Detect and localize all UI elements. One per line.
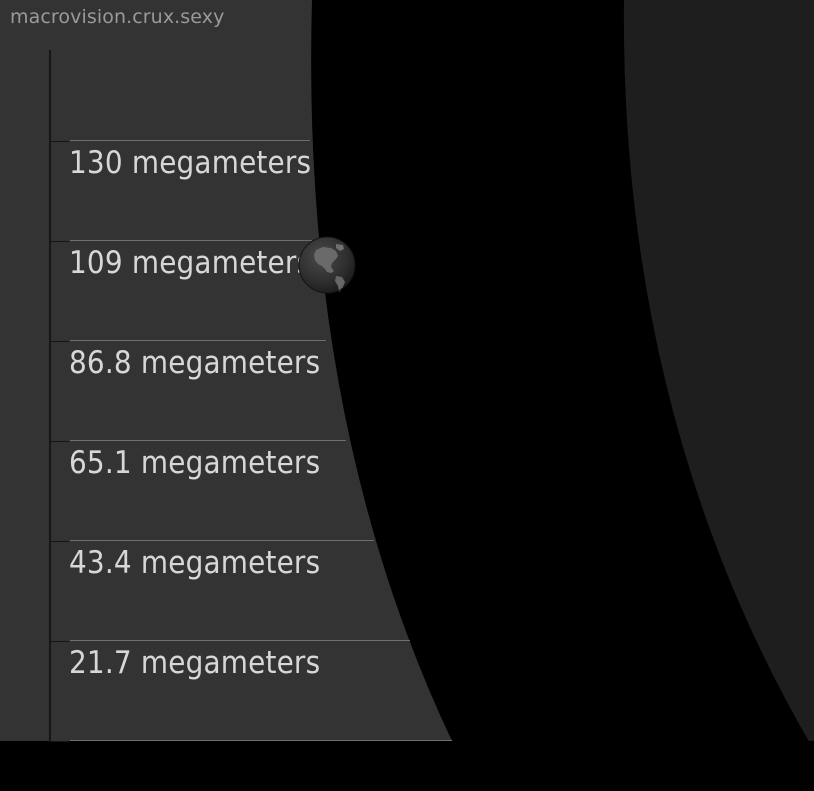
scale-label: 21.7 megameters [69,645,321,681]
scale-tick [49,641,69,642]
scale-label: 86.8 megameters [69,345,321,381]
scale-grid-line [70,540,374,541]
scale-grid-line [70,140,310,141]
scale-grid-line [70,440,346,441]
scale-label: 65.1 megameters [69,445,321,481]
scale-grid-line [70,640,410,641]
scale-tick [49,441,69,442]
scale-label: 130 megameters [69,145,312,181]
scale-grid-line [70,240,312,241]
scale-tick [49,341,69,342]
scale-tick [49,141,69,142]
scale-label: 43.4 megameters [69,545,321,581]
scale-tick [49,541,69,542]
earth-globe-icon[interactable] [298,236,356,294]
outer-planet-band [623,0,814,750]
scale-grid-line [70,740,452,741]
ground-strip [0,741,814,791]
scale-tick [49,241,69,242]
scale-grid-line [70,340,326,341]
scale-label: 109 megameters [69,245,312,281]
giant-planet-body [311,0,814,750]
scale-tick [49,741,69,742]
site-title[interactable]: macrovision.crux.sexy [10,6,225,28]
scale-axis [49,50,51,741]
